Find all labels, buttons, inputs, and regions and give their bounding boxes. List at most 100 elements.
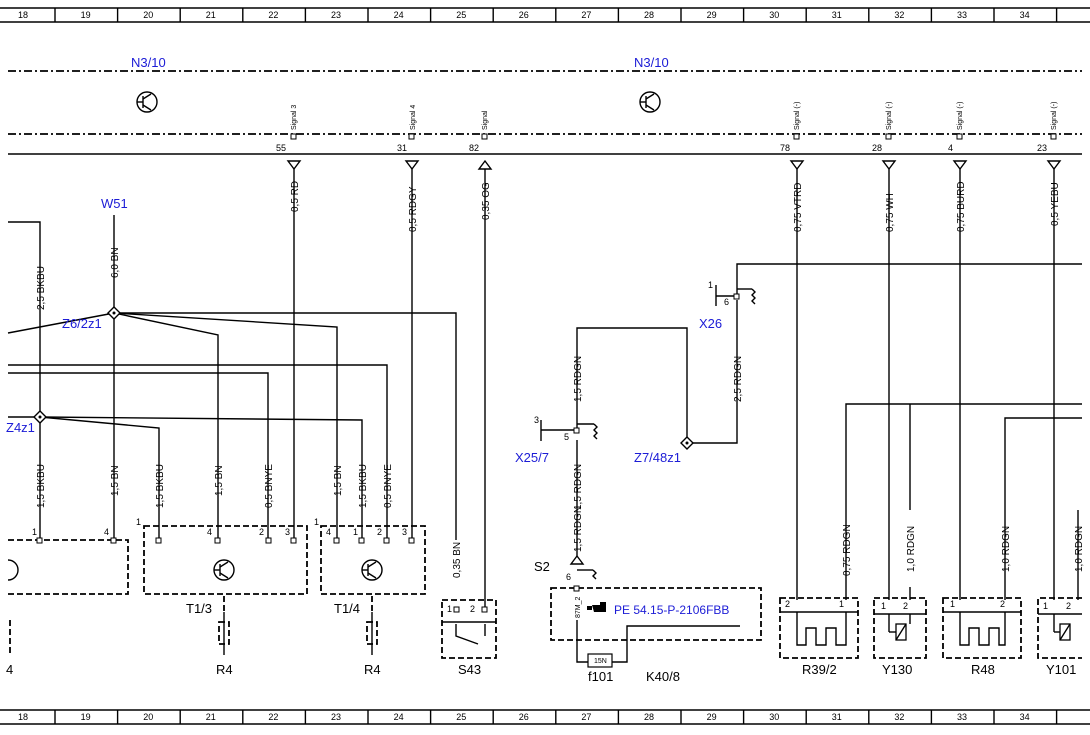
component-label-f101: f101	[588, 669, 613, 684]
component-label-s2: S2	[534, 559, 550, 574]
wire-label: 2,5 BKBU	[36, 266, 47, 310]
pin-signal-label: Signal (-)	[794, 102, 801, 130]
hand-pointer-icon	[587, 602, 606, 612]
pin-number: 1	[1043, 601, 1048, 611]
pin-signal-label: Signal 4	[410, 105, 417, 130]
pin-28: Signal (-) 28	[872, 102, 897, 171]
top-ruler-column-number: 31	[832, 10, 842, 20]
top-ruler-column-number: 26	[519, 10, 529, 20]
bottom-ruler-column-number: 22	[268, 712, 278, 722]
bottom-ruler	[0, 709, 1090, 725]
wire-label: 1,0 RDGN	[1001, 526, 1012, 572]
wire-label: 0,5 YEBU	[1050, 182, 1061, 226]
top-ruler-column-number: 18	[18, 10, 28, 20]
pin-82: Signal 82	[469, 110, 493, 170]
pin-number: 55	[276, 143, 286, 153]
wire-label: 0,75 WH	[885, 193, 896, 232]
bottom-ruler-column-number: 19	[81, 712, 91, 722]
top-ruler-column-number: 21	[206, 10, 216, 20]
top-ruler-column-number: 27	[581, 10, 591, 20]
wire-label: 1,0 RDGN	[906, 526, 917, 572]
top-ruler-column-number: 28	[644, 10, 654, 20]
pin-number: 4	[207, 527, 212, 537]
wire-label: 1,5 BN	[214, 465, 225, 496]
pin-number: 6	[724, 297, 729, 307]
wire-label: 1,0 RDGN	[1074, 526, 1085, 572]
pin-4: Signal (-) 4	[948, 102, 968, 171]
connector-label-x25-7: X25/7	[515, 450, 549, 465]
pin-number: 2	[1066, 601, 1071, 611]
component-r4-a: R4	[216, 596, 233, 677]
pin-number: 31	[397, 143, 407, 153]
bottom-ruler-column-number: 21	[206, 712, 216, 722]
bottom-ruler-column-number: 33	[957, 712, 967, 722]
wire-label: 0,75 VTRD	[793, 183, 804, 232]
bottom-ruler-column-number: 18	[18, 712, 28, 722]
transistor-icon	[136, 91, 158, 113]
bottom-ruler-column-number: 26	[519, 712, 529, 722]
bottom-ruler-column-number: 23	[331, 712, 341, 722]
bottom-ruler-column-number: 28	[644, 712, 654, 722]
top-ruler-column-number: 19	[81, 10, 91, 20]
bottom-ruler-column-number: 31	[832, 712, 842, 722]
bottom-ruler-column-number: 30	[769, 712, 779, 722]
wire-label: 1,5 BKBU	[155, 464, 166, 508]
pin-number: 2	[903, 601, 908, 611]
bottom-ruler-column-number: 27	[581, 712, 591, 722]
top-ruler-column-number: 24	[394, 10, 404, 20]
wire-label: 2,5 RDGN	[733, 356, 744, 402]
wire-label: 0,75 BURD	[956, 181, 967, 232]
wire-label: 0,5 RDGY	[408, 186, 419, 232]
top-ruler-column-number: 23	[331, 10, 341, 20]
pin-number: 1	[950, 599, 955, 609]
pin-number: 4	[326, 527, 331, 537]
pin-number: 1	[881, 601, 886, 611]
wire-label: 0,5 BNYE	[264, 464, 275, 508]
pin-number: 28	[872, 143, 882, 153]
top-ruler-column-number: 34	[1020, 10, 1030, 20]
component-r4-b: R4	[364, 596, 381, 677]
pin-signal-label: Signal (-)	[886, 102, 893, 130]
pin-number: 2	[377, 527, 382, 537]
bottom-ruler-column-number: 25	[456, 712, 466, 722]
top-ruler-column-number: 30	[769, 10, 779, 20]
pe-reference-link[interactable]: PE 54.15-P-2106FBB	[614, 603, 729, 617]
top-ruler	[0, 7, 1090, 23]
pin-signal-label: Signal (-)	[957, 102, 964, 130]
component-label-t1-3: T1/3	[186, 601, 212, 616]
wire-label: 0,75 RDGN	[842, 524, 853, 576]
wires-right	[796, 169, 1082, 600]
bottom-ruler-column-number: 29	[707, 712, 717, 722]
component-label-r4: R4	[216, 662, 233, 677]
component-label-k40-8: K40/8	[646, 669, 680, 684]
pin-number: 2	[785, 599, 790, 609]
wire-label: 0,5 BNYE	[383, 464, 394, 508]
pin-signal-label: Signal (-)	[1051, 102, 1058, 130]
top-ruler-column-number: 29	[707, 10, 717, 20]
wire-label: 1,5 RDGN	[573, 356, 584, 402]
pin-number: 1	[708, 280, 713, 290]
component-s43: 1 2 S43	[441, 599, 497, 677]
pin-55: Signal 3 55	[276, 105, 302, 171]
pin-number: 82	[469, 143, 479, 153]
pin-label-87m: 87M_2	[575, 596, 582, 618]
pin-number: 1	[314, 517, 319, 527]
wire-label: 1,5 RDGN	[573, 464, 584, 510]
component-label-y130: Y130	[882, 662, 912, 677]
pin-number: 2	[259, 527, 264, 537]
wire-label: 0,35 BN	[452, 542, 463, 578]
transistor-icon	[639, 91, 661, 113]
pin-number: 3	[402, 527, 407, 537]
pin-number: 2	[1000, 599, 1005, 609]
pin-78: Signal (-) 78	[780, 102, 805, 171]
component-label-r48: R48	[971, 662, 995, 677]
component-k40-8: S2 6 87M_2 15N PE 54.15-P-2106FBB f101 K…	[534, 554, 762, 684]
wire-label: 1,5 BN	[333, 465, 344, 496]
wire-label: 1,5 BN	[110, 465, 121, 496]
component-label-y101: Y101	[1046, 662, 1076, 677]
component-left-partial: 1 4 4	[6, 527, 129, 677]
component-label-left-4: 4	[6, 662, 13, 677]
pin-number: 23	[1037, 143, 1047, 153]
connector-z6-2z1: Z6/2z1	[62, 316, 102, 331]
